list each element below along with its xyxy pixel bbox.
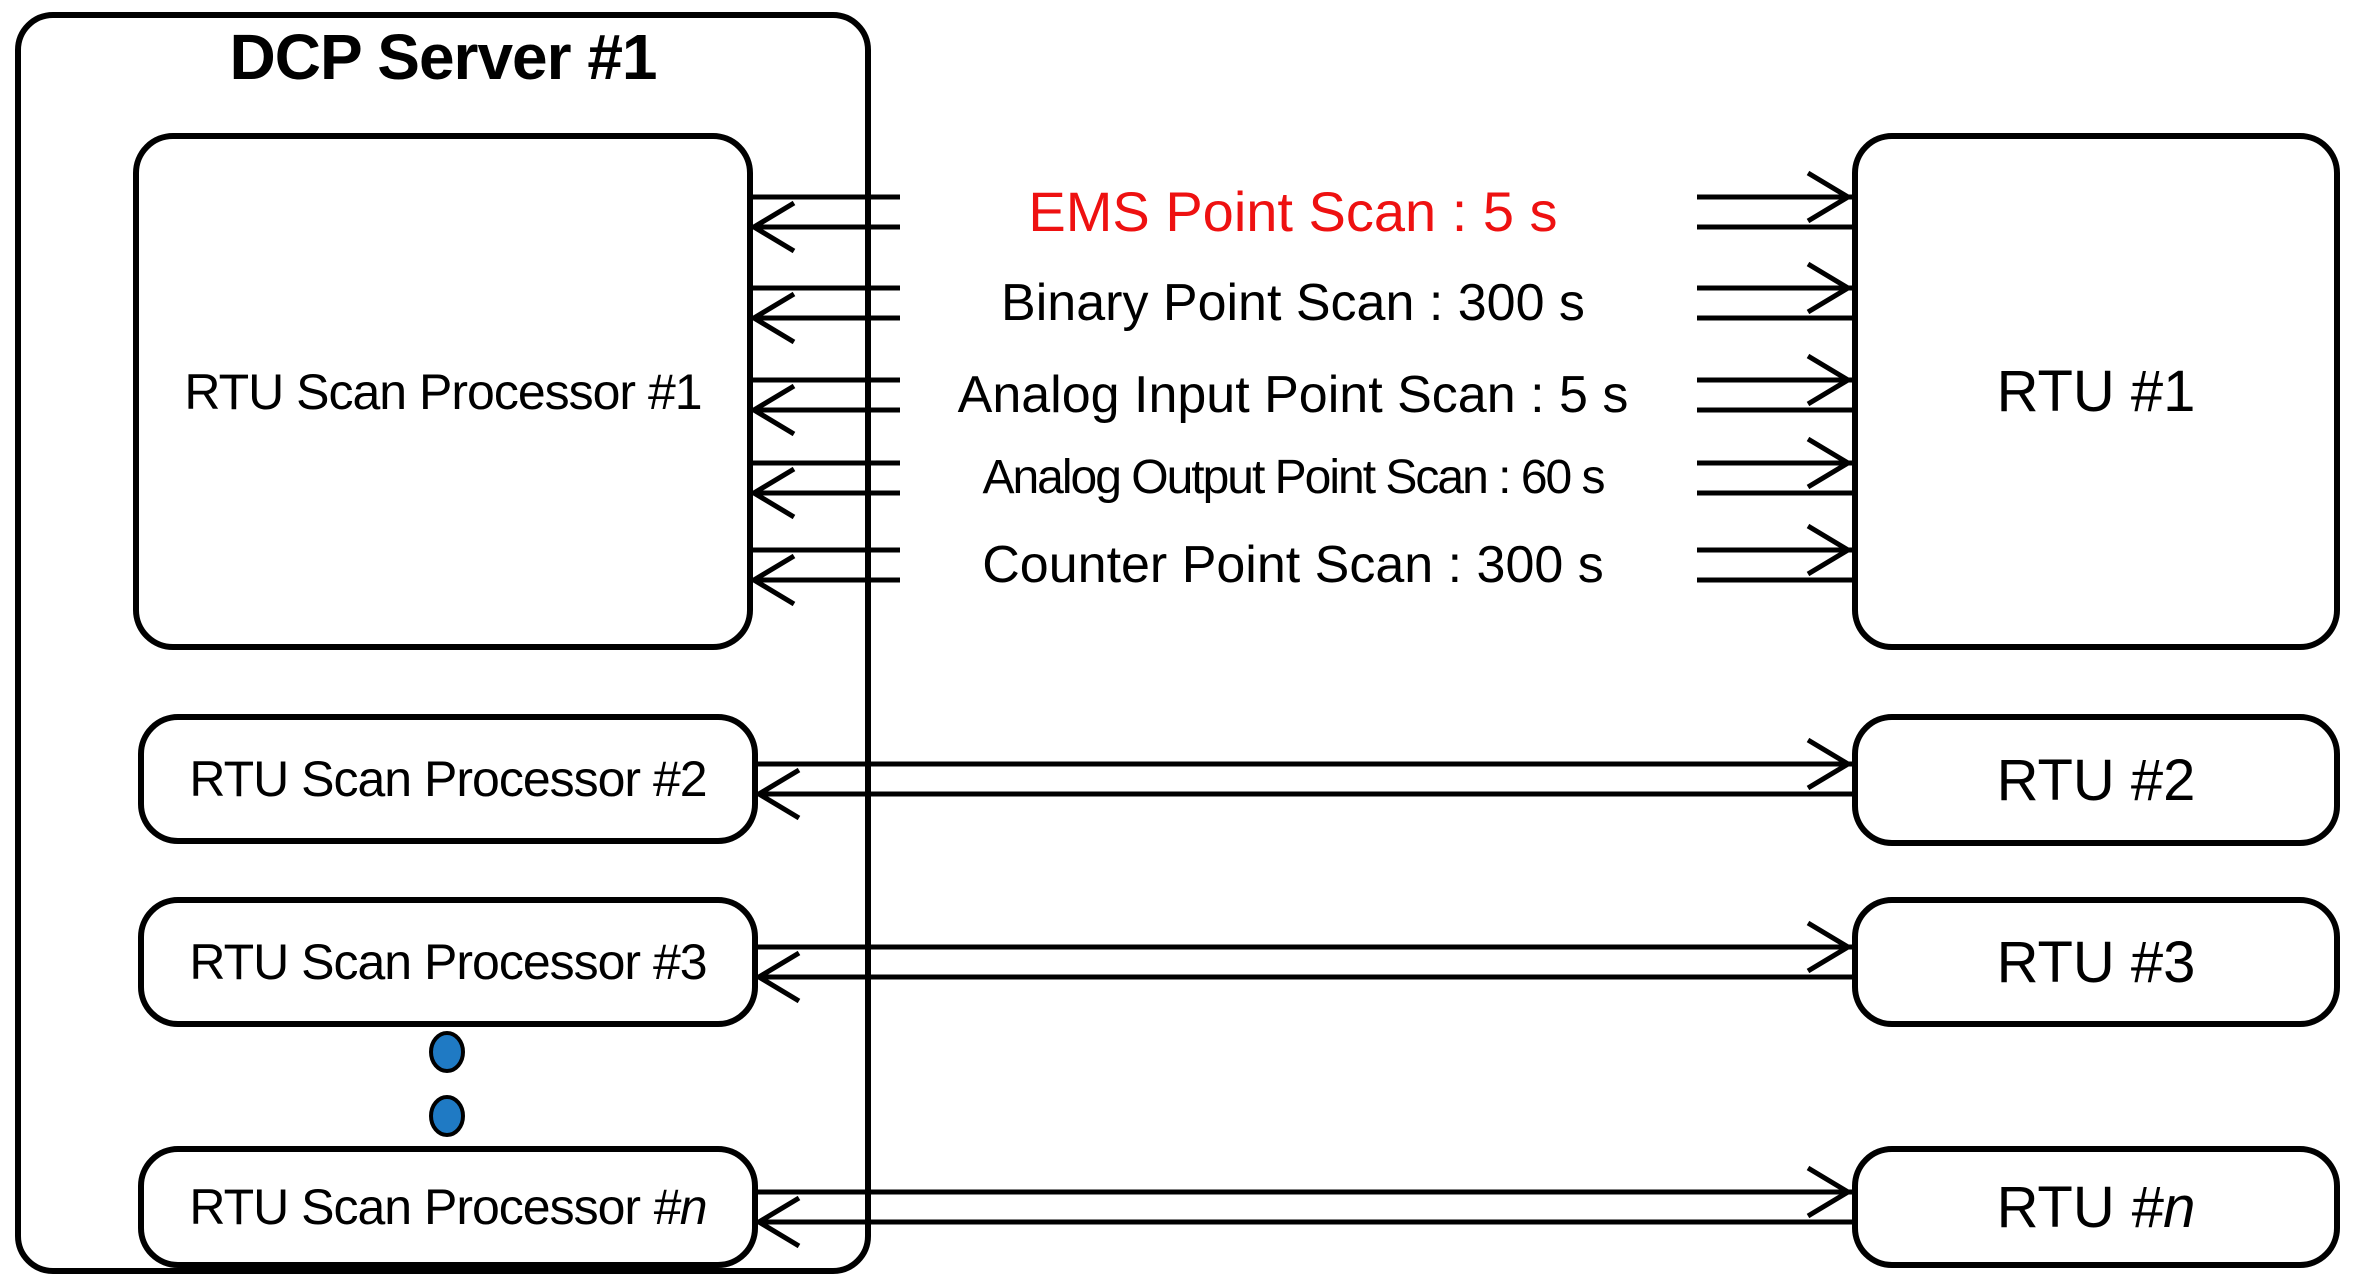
arrowhead-right-icon [1806,737,1853,791]
dcp-server-box [15,12,871,1274]
rtu-scan-processor-3-label: RTU Scan Processor #3 [189,934,707,990]
arrowhead-right-icon [1806,523,1853,577]
arrowhead-right-icon [1806,1165,1853,1219]
rtu-scan-processor-2-label: RTU Scan Processor #2 [189,751,707,807]
arrowhead-right-icon [1806,170,1853,224]
rtu-scan-processor-1-label: RTU Scan Processor #1 [184,363,702,420]
link-arrow-pair-row3 [754,920,1853,1004]
dcp-server-title: DCP Server #1 [229,21,658,93]
arrowhead-right-icon [1806,920,1853,974]
arrowhead-right-icon [1806,436,1853,490]
scan-label-analog-output: Analog Output Point Scan : 60 s [982,451,1605,504]
rtu-scan-processor-n-label: RTU Scan Processor #n [189,1179,707,1235]
rtu-scan-processor-1-box: RTU Scan Processor #1 [133,133,753,650]
rtu-n-box: RTU #n [1852,1146,2340,1268]
scan-arrow-pair-right-1 [1697,170,1853,230]
rtu-scan-processor-3-box: RTU Scan Processor #3 [138,897,758,1027]
rtu-1-label: RTU #1 [1996,359,2196,424]
rtu-n-label: RTU #n [1996,1174,2196,1240]
scan-label-ems: EMS Point Scan : 5 s [1028,180,1558,243]
rtu-3-label: RTU #3 [1996,929,2196,995]
scan-arrow-pair-right-5 [1697,523,1853,583]
rtu-3-box: RTU #3 [1852,897,2340,1027]
scan-label-binary: Binary Point Scan : 300 s [1001,274,1585,332]
scan-label-counter: Counter Point Scan : 300 s [982,536,1604,594]
rtu-2-box: RTU #2 [1852,714,2340,846]
link-arrow-pair-rown [754,1165,1853,1249]
scan-label-analog-input: Analog Input Point Scan : 5 s [957,366,1629,424]
link-arrow-pair-row2 [754,737,1853,821]
arrowhead-right-icon [1806,353,1853,407]
rtu-1-box: RTU #1 [1852,133,2340,650]
rtu-scan-processor-2-box: RTU Scan Processor #2 [138,714,758,844]
scan-arrow-pair-right-3 [1697,353,1853,413]
rtu-2-label: RTU #2 [1996,747,2196,813]
scan-arrow-pair-right-4 [1697,436,1853,496]
arrowhead-right-icon [1806,261,1853,315]
rtu-scan-processor-n-box: RTU Scan Processor #n [138,1146,758,1268]
scan-arrow-pair-right-2 [1697,261,1853,321]
